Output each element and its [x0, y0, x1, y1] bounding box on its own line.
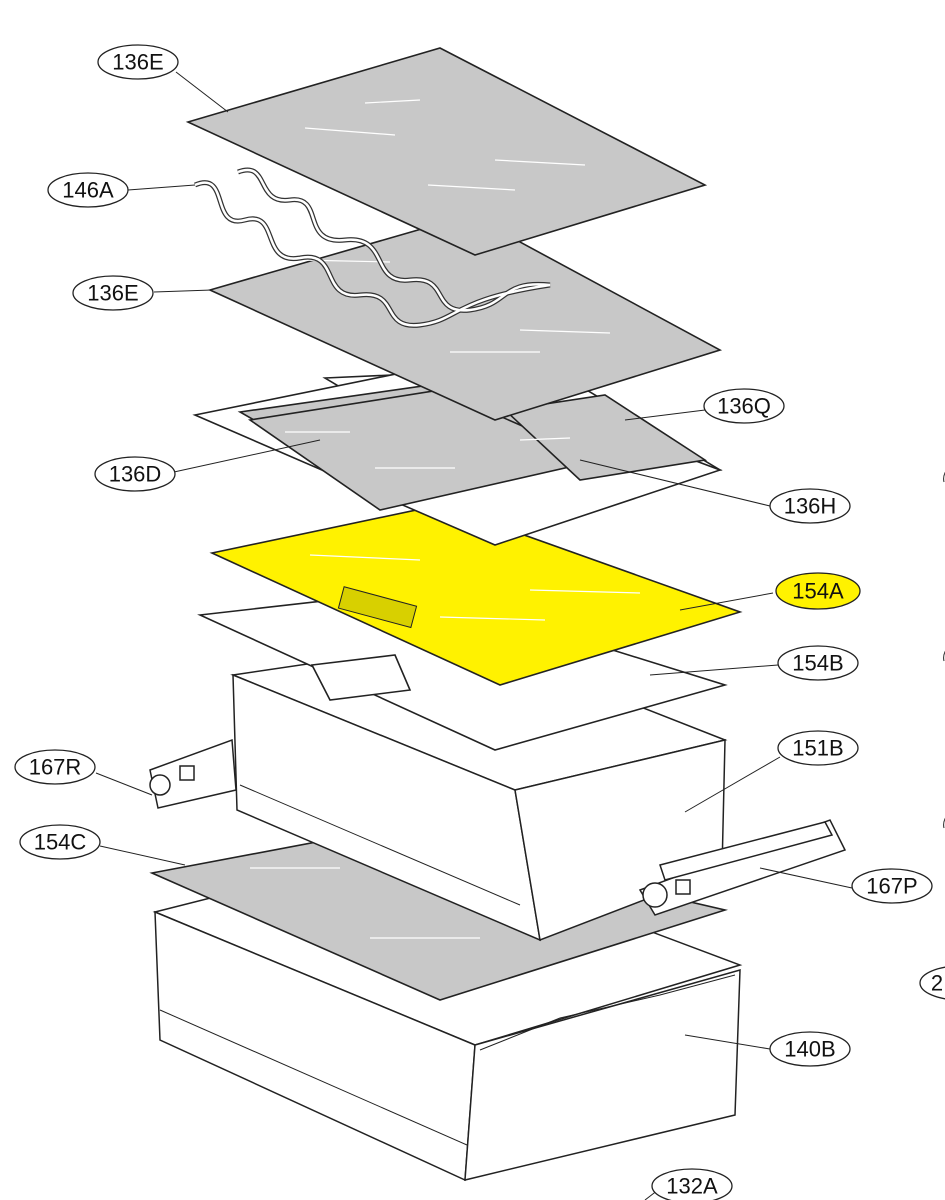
callout-136D[interactable]: 136D [94, 456, 176, 492]
callout-154A-selected[interactable]: 154A [775, 572, 861, 610]
callout-154B[interactable]: 154B [777, 645, 859, 681]
callout-label: 136H [784, 494, 837, 519]
part-136E-top-shelf[interactable] [185, 47, 708, 256]
part-167R-slide[interactable] [149, 738, 237, 809]
leader-lines [95, 71, 853, 1200]
callout-167R[interactable]: 167R [14, 749, 96, 785]
callout-label: 154A [792, 579, 844, 604]
callout-label: 146A [62, 178, 114, 203]
callout-label: 136D [109, 462, 162, 487]
callout-label: 140B [784, 1037, 835, 1062]
callout-label: 151B [792, 736, 843, 761]
callout-140B[interactable]: 140B [769, 1031, 851, 1067]
callout-label: 132A [666, 1174, 718, 1199]
callout-label: 136E [112, 50, 163, 75]
callout-136E-top[interactable]: 136E [97, 44, 179, 80]
callout-label: 2 [931, 971, 943, 996]
callout-label: 136E [87, 281, 138, 306]
callout-label: 154B [792, 651, 843, 676]
callout-label: 154C [34, 830, 87, 855]
callout-136Q[interactable]: 136Q [703, 388, 785, 424]
callout-154C[interactable]: 154C [19, 824, 101, 860]
callout-label: 167P [866, 874, 917, 899]
part-136D-136Q-136H-frame[interactable] [192, 364, 723, 546]
part-146A-wine-rack[interactable] [194, 167, 551, 328]
part-136E-middle-shelf[interactable] [207, 214, 723, 421]
callout-partial-right[interactable]: 2 [919, 966, 945, 1000]
callout-136E-mid[interactable]: 136E [72, 275, 154, 311]
callout-146A[interactable]: 146A [47, 172, 129, 208]
partial-callout-edges [943, 471, 945, 829]
part-154C-glass[interactable] [149, 829, 729, 1001]
callout-label: 136Q [717, 394, 771, 419]
callout-167P[interactable]: 167P [851, 868, 933, 904]
callout-label: 167R [29, 755, 82, 780]
callout-136H[interactable]: 136H [769, 488, 851, 524]
callout-132A[interactable]: 132A [651, 1168, 733, 1200]
part-167P-slide[interactable] [638, 819, 847, 916]
callout-151B[interactable]: 151B [777, 730, 859, 766]
part-154A-highlighted[interactable] [209, 504, 743, 686]
